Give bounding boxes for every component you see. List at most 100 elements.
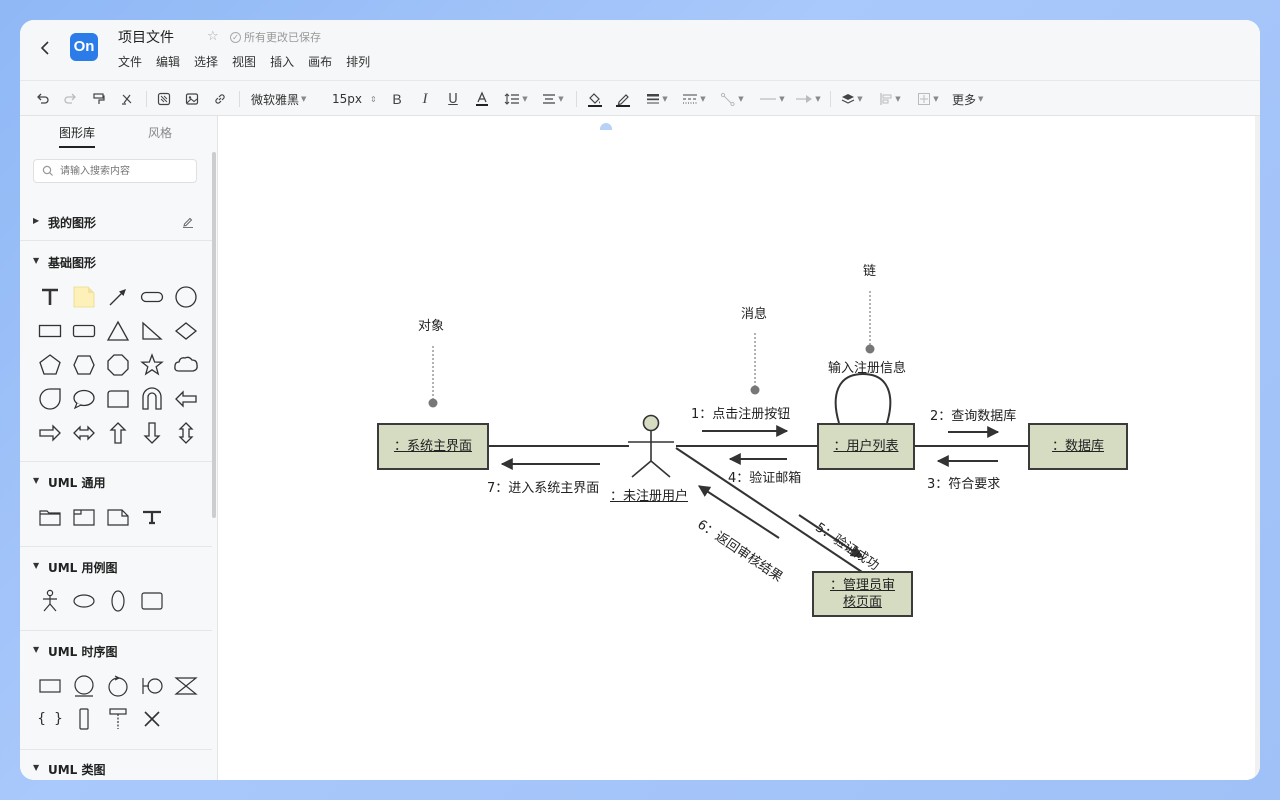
bold-button[interactable]: B: [389, 89, 405, 109]
menu-arrange[interactable]: 排列: [346, 55, 371, 69]
folded-rect-shape[interactable]: [103, 384, 133, 414]
u-arrow-shape[interactable]: [137, 384, 167, 414]
actor-shape[interactable]: [35, 586, 65, 616]
double-arrow-shape[interactable]: [69, 418, 99, 448]
underline-button[interactable]: U: [445, 89, 461, 109]
right-triangle-shape[interactable]: [137, 316, 167, 346]
arrow-line-shape[interactable]: [103, 282, 133, 312]
triangle-shape[interactable]: [103, 316, 133, 346]
vertical-ellipse-shape[interactable]: [103, 586, 133, 616]
package-shape[interactable]: [35, 502, 65, 532]
leaf-shape[interactable]: [35, 384, 65, 414]
boundary-shape[interactable]: [137, 671, 167, 701]
line-width-button[interactable]: ▼: [644, 89, 670, 109]
usecase-shape[interactable]: [69, 586, 99, 616]
section-header-uml-sequence[interactable]: ▼ UML 时序图: [20, 641, 217, 661]
font-family-select[interactable]: 微软雅黑▼: [251, 89, 306, 109]
sidebar-scrollbar[interactable]: [212, 152, 216, 518]
menu-edit[interactable]: 编辑: [156, 55, 181, 69]
menu-view[interactable]: 视图: [232, 55, 257, 69]
canvas-anchor-handle[interactable]: [600, 123, 612, 130]
actor-figure[interactable]: [628, 414, 674, 478]
up-down-arrow-shape[interactable]: [171, 418, 201, 448]
tab-style[interactable]: 风格: [148, 126, 173, 140]
pentagon-shape[interactable]: [35, 350, 65, 380]
font-color-button[interactable]: [474, 89, 490, 109]
back-button[interactable]: [38, 38, 54, 58]
insert-link-button[interactable]: [211, 89, 229, 109]
italic-button[interactable]: I: [417, 89, 433, 109]
rounded-square-shape[interactable]: [69, 316, 99, 346]
octagon-shape[interactable]: [103, 350, 133, 380]
circle-shape[interactable]: [171, 282, 201, 312]
document-title[interactable]: 项目文件: [118, 30, 174, 46]
self-link-user-list[interactable]: [834, 372, 892, 424]
font-size-select[interactable]: 15px⇕: [332, 89, 377, 109]
align-button[interactable]: ▼: [540, 89, 566, 109]
search-input[interactable]: [60, 163, 190, 179]
activation-shape[interactable]: [69, 704, 99, 734]
destroy-frame-shape[interactable]: [171, 671, 201, 701]
object-database[interactable]: ：数据库: [1028, 423, 1128, 470]
rounded-rect-shape[interactable]: [137, 282, 167, 312]
clear-format-button[interactable]: [118, 89, 136, 109]
star-icon[interactable]: ☆: [207, 29, 219, 44]
line-end-button[interactable]: ▼: [793, 89, 823, 109]
insert-image-button[interactable]: [183, 89, 201, 109]
layer-button[interactable]: ▼: [839, 89, 865, 109]
format-painter-button[interactable]: [90, 89, 108, 109]
cloud-shape[interactable]: [171, 350, 201, 380]
section-header-uml-usecase[interactable]: ▼ UML 用例图: [20, 557, 217, 577]
actor-label[interactable]: ：未注册用户: [610, 489, 689, 504]
star-shape[interactable]: [137, 350, 167, 380]
undo-button[interactable]: [34, 89, 52, 109]
lifeline-object-shape[interactable]: [35, 671, 65, 701]
edit-icon[interactable]: [182, 216, 194, 228]
section-header-basic[interactable]: ▼ 基础图形: [20, 252, 217, 272]
speech-bubble-shape[interactable]: [69, 384, 99, 414]
align-objects-button[interactable]: ▼: [877, 89, 903, 109]
lifeline-shape[interactable]: [103, 704, 133, 734]
up-arrow-shape[interactable]: [103, 418, 133, 448]
fill-color-button[interactable]: [586, 89, 604, 109]
line-color-button[interactable]: [614, 89, 632, 109]
more-button[interactable]: 更多▼: [952, 89, 983, 109]
diamond-shape[interactable]: [171, 316, 201, 346]
menu-canvas[interactable]: 画布: [308, 55, 333, 69]
entity-shape[interactable]: [69, 671, 99, 701]
frame-shape[interactable]: [69, 502, 99, 532]
line-spacing-button[interactable]: ▼: [503, 89, 529, 109]
link-actor-admin[interactable]: [675, 447, 863, 573]
canvas-scrollbar[interactable]: [1255, 116, 1260, 780]
hexagon-shape[interactable]: [69, 350, 99, 380]
tab-shape-library[interactable]: 图形库: [59, 126, 96, 140]
text-shape[interactable]: [35, 282, 65, 312]
object-main-ui[interactable]: ：系统主界面: [377, 423, 489, 470]
menu-file[interactable]: 文件: [118, 55, 143, 69]
section-header-my-shapes[interactable]: ▶ 我的图形: [20, 212, 217, 232]
control-shape[interactable]: [103, 671, 133, 701]
connector-style-button[interactable]: ▼: [719, 89, 745, 109]
brace-shape[interactable]: { }: [35, 704, 65, 734]
note-fold-shape[interactable]: [103, 502, 133, 532]
line-style-button[interactable]: ▼: [681, 89, 707, 109]
line-start-button[interactable]: ▼: [757, 89, 787, 109]
left-arrow-shape[interactable]: [171, 384, 201, 414]
object-user-list[interactable]: ：用户列表: [817, 423, 915, 470]
note-shape[interactable]: [69, 282, 99, 312]
destroy-shape[interactable]: [137, 704, 167, 734]
rect-shape[interactable]: [35, 316, 65, 346]
section-header-uml-general[interactable]: ▼ UML 通用: [20, 472, 217, 492]
right-arrow-shape[interactable]: [35, 418, 65, 448]
distribute-button[interactable]: ▼: [915, 89, 941, 109]
redo-button[interactable]: [61, 89, 79, 109]
section-header-uml-class[interactable]: ▼ UML 类图: [20, 759, 217, 779]
fill-pattern-button[interactable]: [155, 89, 173, 109]
diagram-canvas[interactable]: 对象 消息 链 ：系统主界面 ：用户列表 ：数据库 ：管理员审 核页面 ：未注册…: [219, 116, 1255, 780]
menu-insert[interactable]: 插入: [270, 55, 295, 69]
object-admin-review[interactable]: ：管理员审 核页面: [812, 571, 913, 617]
menu-select[interactable]: 选择: [194, 55, 219, 69]
uml-text-shape[interactable]: [137, 502, 167, 532]
system-boundary-shape[interactable]: [137, 586, 167, 616]
down-arrow-shape[interactable]: [137, 418, 167, 448]
